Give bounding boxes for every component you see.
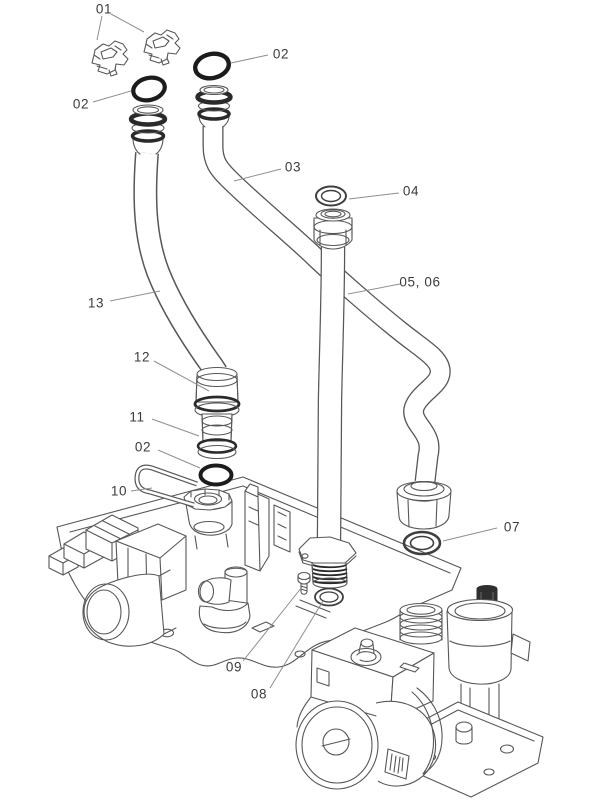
screw-09: [297, 571, 311, 595]
callout-10: 10: [110, 483, 128, 499]
leader-01b: [110, 13, 145, 33]
leader-05-06: [347, 283, 401, 295]
coupling-12: [193, 366, 241, 418]
callout-02-lower: 02: [134, 439, 152, 455]
pipe-03-collar: [195, 84, 233, 128]
o-ring-top-right: [192, 51, 232, 81]
pump: [295, 627, 443, 790]
leader-02-top-left: [92, 90, 132, 103]
retaining-clip-left: [91, 40, 129, 77]
callout-02-top-right: 02: [272, 46, 290, 62]
elbow-fitting: [197, 566, 251, 634]
callout-01: 01: [95, 1, 113, 17]
leader-01a: [96, 15, 103, 41]
o-ring-top-left: [131, 75, 167, 103]
pump-label: [384, 748, 410, 780]
gasket-08: [314, 587, 344, 607]
inlet-socket: [183, 488, 233, 550]
callout-12: 12: [133, 349, 151, 365]
diverter-valve-actuator: [48, 514, 187, 647]
callout-07: 07: [503, 519, 521, 535]
manifold-brackets: [244, 483, 291, 572]
retaining-clips: [91, 29, 181, 77]
callout-11: 11: [129, 409, 145, 425]
leader-11: [151, 418, 200, 437]
leader-07: [442, 527, 498, 542]
leader-12: [153, 360, 210, 392]
tail-pipe-05-06: [298, 208, 357, 589]
leader-04: [348, 192, 400, 200]
pipe-03: [195, 84, 452, 530]
callout-09: 09: [225, 659, 243, 675]
leader-10: [130, 487, 153, 492]
o-ring-02-lower: [198, 463, 234, 487]
union-fitting-05-06: [313, 208, 353, 250]
washer-07: [402, 530, 442, 556]
retaining-clip-right: [143, 29, 181, 66]
callout-03: 03: [284, 159, 302, 175]
union-nut: [396, 480, 452, 530]
leader-02-top-right: [230, 54, 269, 64]
leader-lines: [92, 13, 498, 689]
washer-04: [315, 185, 347, 207]
heat-exchanger-port: [399, 602, 443, 645]
callout-04: 04: [402, 183, 420, 199]
leader-08: [269, 600, 324, 689]
retaining-clip-10: [134, 464, 198, 508]
sleeve-11: [196, 413, 238, 460]
leader-09: [242, 586, 303, 662]
callout-08: 08: [250, 686, 268, 702]
callout-05-06: 05, 06: [399, 274, 441, 290]
leader-02-lower: [157, 449, 201, 469]
pipe-13: [128, 104, 227, 378]
leader-13: [109, 290, 161, 302]
leader-03: [233, 168, 282, 182]
pump-bracket: [411, 687, 443, 775]
pipe-13-collar: [128, 104, 168, 155]
callout-13: 13: [87, 295, 105, 311]
callout-02-top-left: 02: [72, 96, 90, 112]
